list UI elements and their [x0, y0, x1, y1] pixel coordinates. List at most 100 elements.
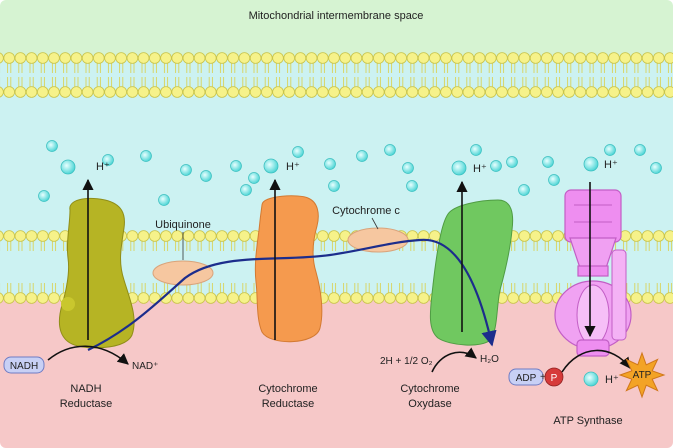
- inner-membrane-lipid-head: [518, 230, 531, 242]
- complex-3-name-line2: Oxydase: [408, 398, 451, 410]
- inner-membrane-lipid-head: [193, 292, 206, 304]
- complex-4-name-line1: ATP Synthase: [553, 415, 622, 427]
- outer-membrane-lipid-head: [462, 86, 475, 98]
- free-proton: [140, 150, 152, 162]
- inner-membrane-lipid-head: [149, 230, 161, 242]
- outer-membrane-lipid-head: [36, 86, 49, 98]
- free-proton: [328, 180, 340, 192]
- outer-membrane-lipid-head: [440, 52, 452, 64]
- outer-membrane-lipid-head: [171, 86, 184, 98]
- inner-membrane-lipid-head: [328, 230, 340, 242]
- outer-membrane-lipid-head: [81, 86, 94, 98]
- outer-membrane-lipid-head: [451, 86, 464, 98]
- outer-membrane-lipid-head: [574, 52, 587, 64]
- nadh-reductase-complex: [58, 197, 135, 349]
- inner-membrane-lipid-head: [205, 230, 217, 242]
- inner-membrane-lipid-head: [160, 230, 172, 242]
- adp-label: ADP: [516, 373, 537, 384]
- proton-glyph-5: [583, 371, 599, 387]
- outer-membrane-lipid-head: [641, 86, 654, 98]
- free-proton: [490, 160, 502, 172]
- outer-membrane-lipid-head: [25, 86, 38, 98]
- proton-label-4: H⁺: [604, 159, 618, 171]
- outer-membrane-lipid-head: [518, 86, 531, 98]
- outer-membrane-lipid-head: [395, 86, 408, 98]
- outer-membrane-lipid-head: [48, 52, 60, 64]
- outer-membrane-lipid-head: [529, 86, 542, 98]
- proton-label-3: H⁺: [473, 163, 487, 175]
- atp-label: ATP: [633, 370, 652, 381]
- inner-membrane-lipid-head: [339, 292, 352, 304]
- outer-membrane-lipid-head: [193, 86, 206, 98]
- inner-membrane-lipid-head: [227, 292, 240, 304]
- phosphate-label: P: [551, 373, 558, 384]
- nadh-label: NADH: [10, 361, 38, 372]
- free-proton: [356, 150, 368, 162]
- outer-membrane-lipid-head: [249, 86, 262, 98]
- outer-membrane-lipid-head: [496, 86, 508, 98]
- outer-membrane-lipid-head: [619, 86, 631, 98]
- outer-membrane-lipid-head: [93, 86, 105, 98]
- outer-membrane-lipid-head: [574, 86, 587, 98]
- outer-membrane-lipid-head: [205, 52, 217, 64]
- outer-membrane-lipid-head: [305, 86, 318, 98]
- outer-membrane-lipid-head: [350, 86, 363, 98]
- outer-membrane-lipid-head: [496, 52, 508, 64]
- inner-membrane-lipid-head: [630, 230, 643, 242]
- outer-membrane-lipid-head: [238, 86, 251, 98]
- free-proton: [518, 184, 530, 196]
- outer-membrane-lipid-head: [395, 52, 408, 64]
- outer-membrane-lipid-head: [440, 86, 452, 98]
- nad-plus-label: NAD⁺: [132, 361, 158, 372]
- free-proton: [324, 158, 336, 170]
- outer-membrane-lipid-head: [417, 52, 430, 64]
- outer-membrane-lipid-head: [216, 86, 228, 98]
- inner-membrane-lipid-head: [205, 292, 217, 304]
- outer-membrane-lipid-head: [81, 52, 94, 64]
- inner-membrane-lipid-head: [182, 230, 195, 242]
- inner-membrane-lipid-head: [137, 230, 150, 242]
- complex-2-name-line2: Reductase: [262, 398, 315, 410]
- proton-label-5: H⁺: [605, 374, 619, 386]
- inner-membrane-lipid-head: [507, 292, 520, 304]
- outer-membrane-lipid-head: [149, 52, 161, 64]
- outer-membrane-lipid-head: [193, 52, 206, 64]
- water-formation-arrow: [431, 347, 477, 373]
- outer-membrane-lipid-head: [316, 86, 329, 98]
- free-proton: [102, 154, 114, 166]
- outer-membrane-lipid-head: [137, 52, 150, 64]
- complex-1-name-line1: NADH: [70, 383, 101, 395]
- inner-membrane-lipid-head: [182, 292, 195, 304]
- outer-membrane-lipid-head: [518, 52, 531, 64]
- outer-membrane-lipid-head: [384, 86, 396, 98]
- outer-membrane-lipid-head: [540, 86, 553, 98]
- outer-membrane-lipid-head: [473, 86, 486, 98]
- intermembrane-space-region: [0, 0, 673, 55]
- free-proton: [506, 156, 518, 168]
- outer-membrane-lipid-head: [664, 86, 673, 98]
- inner-membrane-lipid-head: [518, 292, 531, 304]
- outer-membrane-lipid-head: [361, 52, 374, 64]
- outer-membrane-lipid-head: [227, 52, 240, 64]
- inner-membrane-lipid-head: [36, 292, 49, 304]
- outer-membrane-lipid-head: [484, 86, 497, 98]
- outer-membrane-lipid-head: [115, 52, 127, 64]
- inner-membrane-lipid-head: [328, 292, 340, 304]
- inner-membrane-lipid-head: [641, 292, 654, 304]
- free-proton: [240, 184, 252, 196]
- inner-membrane-lipid-head: [14, 292, 27, 304]
- outer-membrane-lipid-head: [3, 52, 15, 64]
- free-proton: [292, 146, 304, 158]
- free-proton: [46, 140, 58, 152]
- outer-membrane-lipid-head: [619, 52, 631, 64]
- outer-membrane-lipid-head: [563, 52, 575, 64]
- free-proton: [542, 156, 554, 168]
- outer-membrane-lipid-head: [316, 52, 329, 64]
- adp-plus-sign: +: [540, 372, 546, 383]
- outer-membrane-lipid-head: [563, 86, 575, 98]
- outer-membrane-lipid-head: [182, 86, 195, 98]
- outer-membrane-lipid-head: [507, 86, 520, 98]
- outer-membrane-lipid-head: [14, 52, 27, 64]
- cytochrome-c-shape: [347, 227, 409, 253]
- ubiquinone-label: Ubiquinone: [155, 219, 211, 231]
